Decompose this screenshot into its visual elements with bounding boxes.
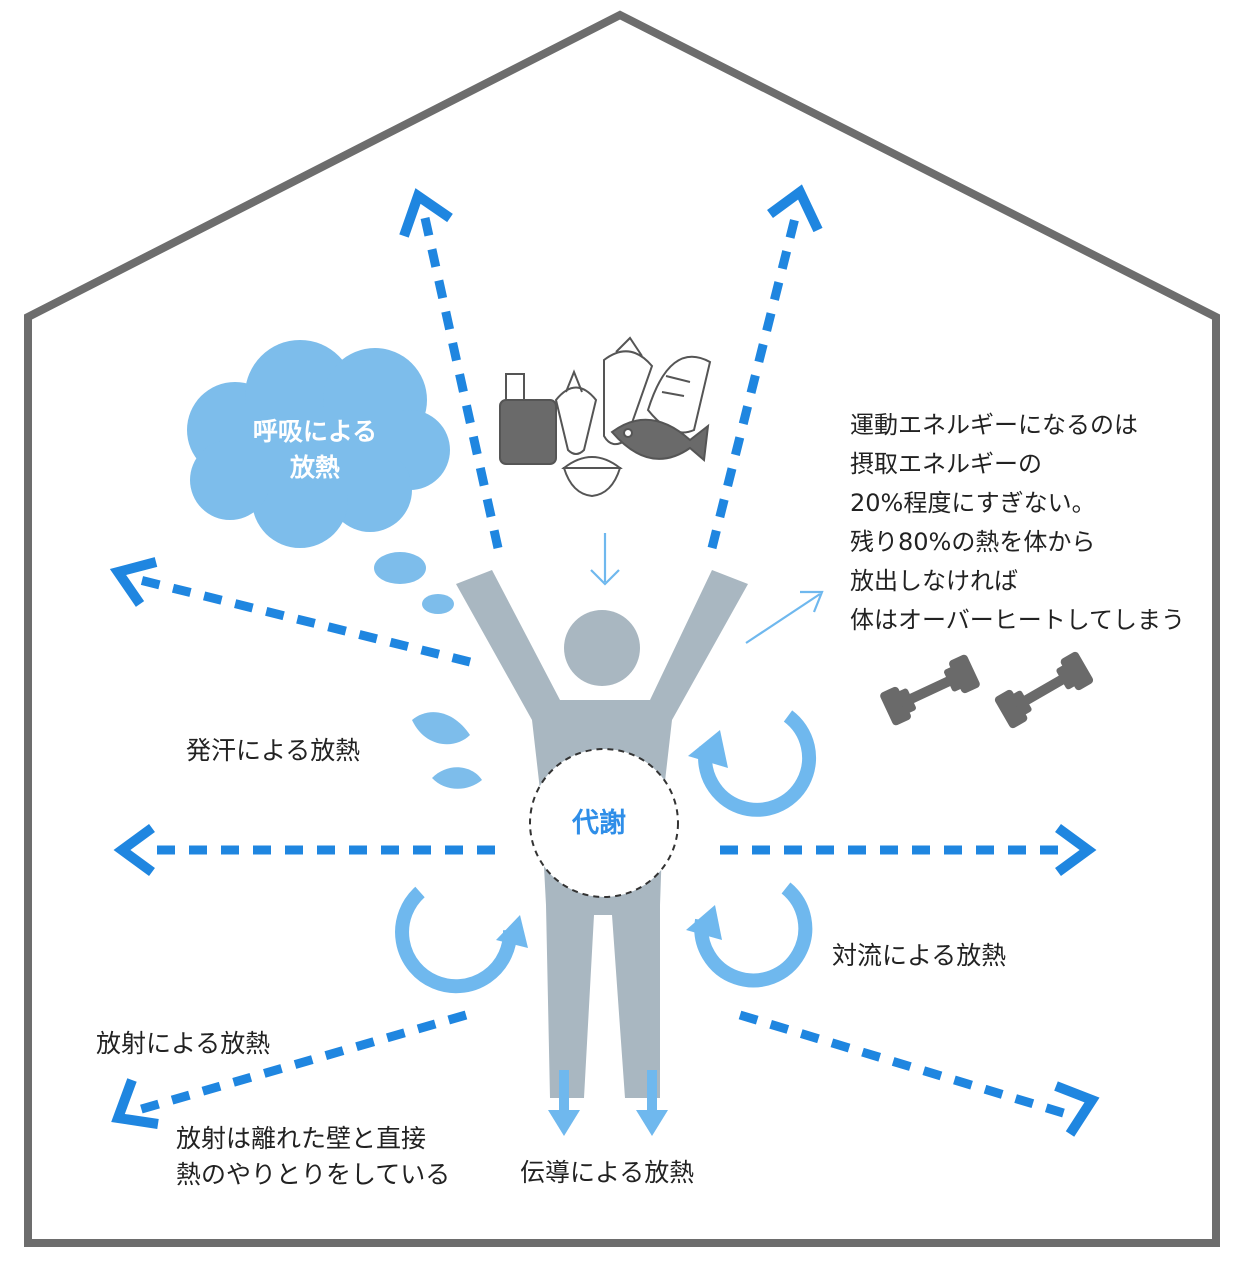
convection-label: 対流による放熱 bbox=[832, 941, 1007, 970]
arrow-up-right bbox=[707, 216, 800, 550]
energy-note-line6: 体はオーバーヒートしてしまう bbox=[850, 606, 1186, 634]
dashed-heat-arrows bbox=[136, 216, 1072, 1120]
chevron-left-upper bbox=[109, 557, 158, 607]
food-icon-small-radish bbox=[554, 369, 598, 455]
conduction-arrows bbox=[548, 1070, 668, 1136]
food-icon-rice-bowl bbox=[561, 456, 623, 498]
respiration-label: 呼吸による 放熱 bbox=[245, 414, 385, 486]
energy-note-line3: 20%程度にすぎない。 bbox=[850, 489, 1096, 517]
respiration-label-line1: 呼吸による bbox=[252, 417, 378, 446]
radiation-note-line1: 放射は離れた壁と直接 bbox=[176, 1124, 427, 1153]
chevron-up-right bbox=[767, 184, 823, 233]
chevron-right-lower bbox=[1054, 1081, 1100, 1137]
thought-cloud-icon bbox=[187, 340, 454, 614]
radiation-note-line2: 熱のやりとりをしている bbox=[176, 1160, 451, 1189]
energy-note-line4: 残り80%の熱を体から bbox=[850, 528, 1096, 556]
metabolism-label: 代謝 bbox=[572, 808, 626, 839]
food-icon-fish bbox=[610, 418, 710, 462]
radiation-label: 放射による放熱 bbox=[96, 1029, 271, 1058]
chevron-left-middle bbox=[113, 823, 155, 877]
house-outline bbox=[24, 10, 1220, 1247]
convection-circular-arrow-icon bbox=[395, 710, 817, 994]
chevron-right-middle bbox=[1055, 823, 1097, 877]
energy-note: 運動エネルギーになるのは 摂取エネルギーの 20%程度にすぎない。 残り80%の… bbox=[850, 406, 1185, 640]
metabolism-circle bbox=[529, 748, 679, 898]
sweat-drop-icon bbox=[412, 712, 482, 789]
convection-arrowheads bbox=[496, 730, 728, 948]
person-head bbox=[564, 610, 640, 686]
arrow-left-lower bbox=[136, 1010, 468, 1115]
energy-note-line5: 放出しなければ bbox=[850, 567, 1018, 595]
arrow-left-upper bbox=[138, 575, 472, 667]
chevron-up-left bbox=[399, 188, 453, 238]
small-arrows bbox=[590, 533, 824, 644]
dumbbell-icon bbox=[880, 651, 1094, 729]
food-icon-bottle bbox=[499, 373, 557, 465]
energy-note-line1: 運動エネルギーになるのは bbox=[850, 411, 1138, 439]
conduction-label: 伝導による放熱 bbox=[520, 1158, 695, 1187]
respiration-label-line2: 放熱 bbox=[289, 453, 340, 482]
arrow-heads bbox=[109, 184, 1100, 1137]
radiation-note: 放射は離れた壁と直接 熱のやりとりをしている bbox=[176, 1121, 450, 1193]
energy-note-line2: 摂取エネルギーの bbox=[850, 450, 1042, 478]
chevron-left-lower bbox=[111, 1078, 159, 1129]
food-icons bbox=[499, 336, 712, 498]
arrow-right-lower bbox=[738, 1010, 1072, 1120]
sweat-label: 発汗による放熱 bbox=[186, 736, 361, 765]
arrow-up-left bbox=[420, 217, 503, 549]
